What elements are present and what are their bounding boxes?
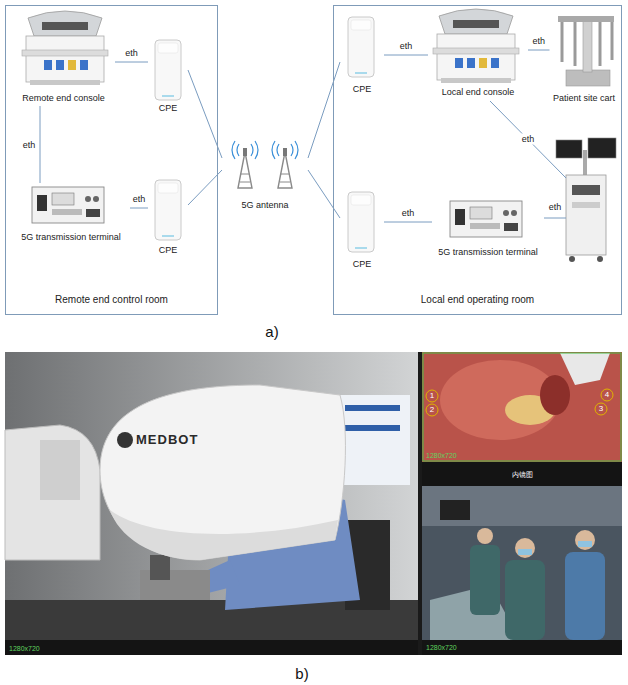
cpe-device: CPE (148, 176, 188, 258)
node-label: 5G transmission terminal (21, 232, 121, 243)
edge-label: eth (531, 36, 546, 46)
node-label: CPE (353, 259, 372, 270)
node-label: Remote end console (22, 93, 105, 104)
cpe-device: CPE (340, 188, 384, 272)
eth-connector (130, 208, 148, 209)
resolution-tag: 1280x720 (9, 644, 40, 653)
console-device: Local end console (428, 8, 528, 100)
wire-label: eth (521, 134, 536, 145)
edge-label: eth (132, 194, 147, 204)
eth-connector (308, 170, 340, 218)
cart-device: Patient site cart (550, 8, 619, 106)
console-device: Remote end console (12, 8, 115, 106)
edge-label: eth (399, 41, 414, 51)
eth-connector (188, 70, 222, 158)
terminal-device: 5G transmission terminal (12, 183, 130, 245)
callout-number: 1 (430, 391, 434, 401)
panel-label: a) (265, 323, 278, 340)
antenna-device: 5G antenna (222, 138, 308, 213)
resolution-tag: 1280x720 (426, 643, 457, 652)
cpe-device: CPE (148, 38, 188, 116)
cpe-device: CPE (340, 15, 384, 97)
eth-connector (115, 62, 148, 63)
node-label: 5G antenna (241, 200, 288, 211)
eth-connector (528, 50, 550, 51)
node-label: CPE (159, 245, 178, 256)
brand-logo: MEDBOT (136, 432, 198, 447)
room-region: Remote end control room Remote end consol… (5, 5, 218, 315)
resolution-tag: 1280x720 (426, 451, 457, 460)
edge-label: eth (401, 208, 416, 218)
edge-label: eth (22, 140, 37, 150)
eth-connector (40, 106, 41, 183)
eth-connector (384, 55, 428, 56)
eth-connector (384, 222, 432, 223)
edge-label: eth (124, 48, 139, 58)
terminal-device: 5G transmission terminal (432, 198, 544, 260)
callout-number: 4 (605, 390, 609, 400)
video-caption: 内镜图 (512, 470, 533, 479)
panel-label: b) (295, 665, 308, 682)
node-label: Patient site cart (553, 93, 615, 104)
wire-label: eth (548, 202, 563, 213)
node-label: Remote end control room (55, 294, 168, 306)
node-label: Local end console (442, 87, 515, 98)
callout-number: 2 (430, 405, 434, 415)
node-label: Local end operating room (421, 294, 534, 306)
node-label: CPE (353, 84, 372, 95)
callout-number: 3 (599, 404, 603, 414)
node-label: CPE (159, 103, 178, 114)
eth-connector (188, 170, 222, 205)
node-label: 5G transmission terminal (438, 247, 538, 258)
room-region: Local end operating room CPE Local end con… (333, 5, 622, 315)
eth-connector (308, 62, 340, 158)
